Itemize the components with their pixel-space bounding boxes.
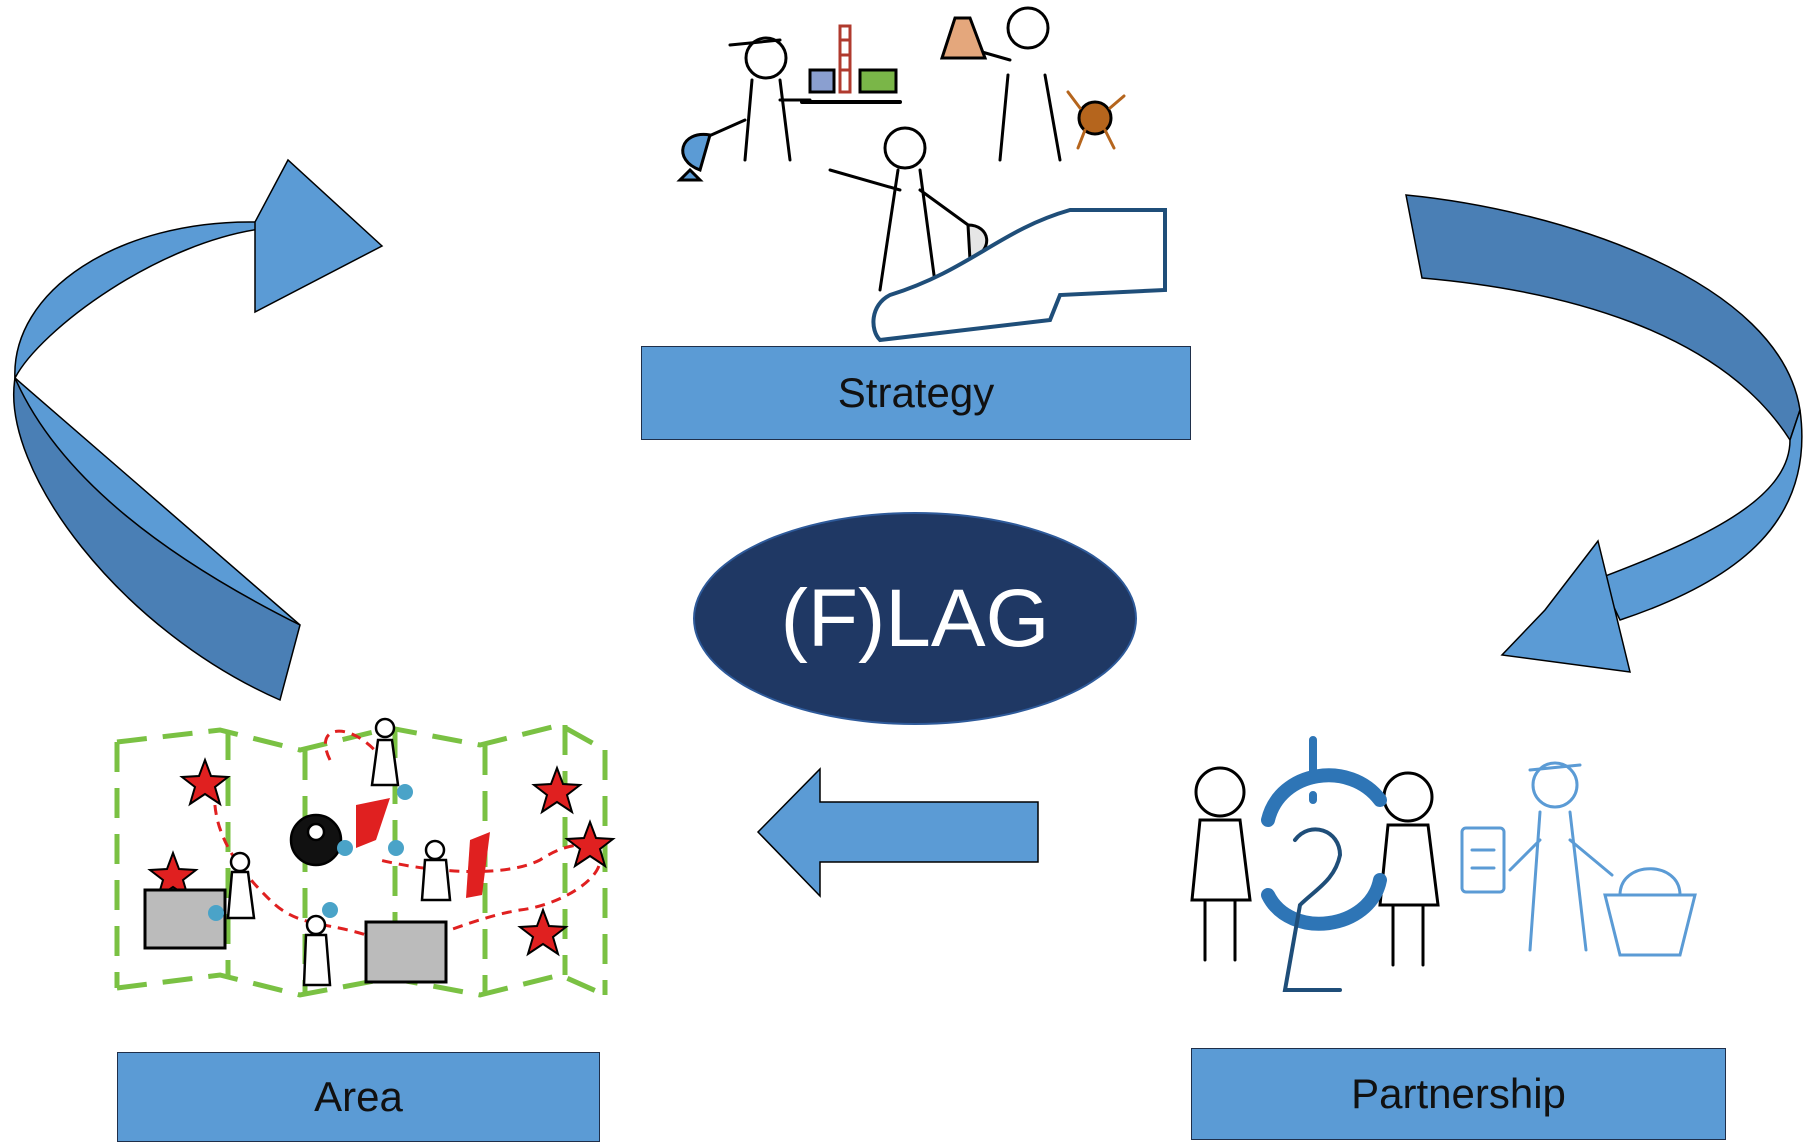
red-flag-marker-icon xyxy=(356,798,490,898)
partnership-box: Partnership xyxy=(1191,1048,1726,1140)
flag-center-ellipse: (F)LAG xyxy=(693,512,1137,725)
shopper-basket-icon xyxy=(1508,761,1697,957)
teal-marker-icon xyxy=(208,784,413,921)
strategy-label: Strategy xyxy=(837,369,995,416)
area-box: Area xyxy=(117,1052,600,1142)
red-star-icon xyxy=(147,757,616,957)
scientist-flask-crab-icon xyxy=(939,6,1126,162)
partnership-label: Partnership xyxy=(1351,1070,1566,1117)
curved-arrow-right-head xyxy=(1500,539,1631,673)
curved-arrow-right-shade xyxy=(1405,194,1801,442)
hand-holding-fish-icon xyxy=(871,208,1167,343)
curved-arrow-left-shade xyxy=(13,375,301,702)
straight-arrow-partnership-to-area xyxy=(756,767,1039,898)
strategy-box: Strategy xyxy=(641,346,1191,440)
strategy-illustration xyxy=(676,6,1167,343)
lighthouse-factory-tray-icon xyxy=(800,24,902,104)
center-fish-icon xyxy=(1282,827,1343,992)
fishwife-figure-icon xyxy=(1190,766,1440,967)
partnership-illustration xyxy=(1190,736,1697,992)
circular-arrows-fish-icon xyxy=(1261,768,1387,931)
curved-arrow-area-to-strategy xyxy=(13,158,384,702)
flag-center-label: (F)LAG xyxy=(780,572,1050,664)
person-pointing-icon xyxy=(828,126,989,292)
dashed-folded-map-icon xyxy=(114,722,608,998)
area-label: Area xyxy=(314,1073,403,1120)
shop-sign-icon xyxy=(1460,826,1506,894)
curved-arrow-right-body xyxy=(1598,409,1803,621)
curved-arrow-left-head xyxy=(254,158,384,314)
area-illustration xyxy=(114,717,616,998)
fisher-with-fish-icon xyxy=(676,36,812,182)
person-figure-icon xyxy=(226,717,452,987)
curved-arrow-strategy-to-partnership xyxy=(1405,194,1803,673)
fish-market-photo-icon xyxy=(143,888,448,984)
